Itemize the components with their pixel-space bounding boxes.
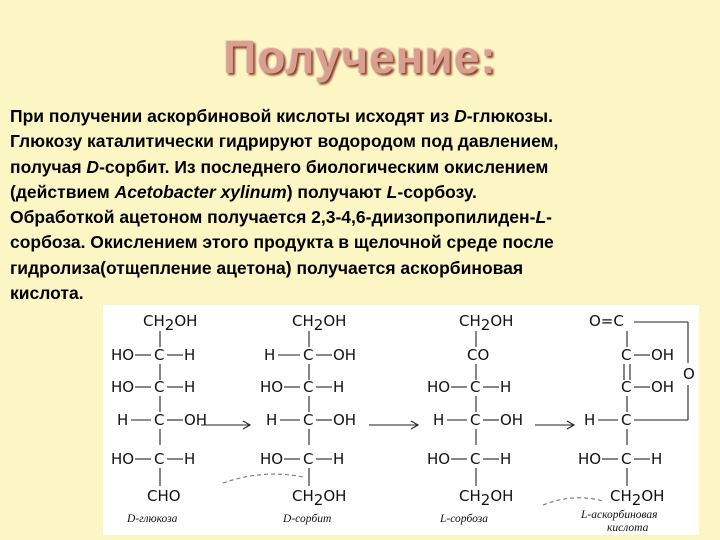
text-segment: Обработкой ацетоном получается 2,3-4,6-д… [10, 207, 536, 228]
text-segment: При получении аскорбиновой кислоты исход… [10, 106, 455, 126]
text-line: Глюкозу каталитически гидрируют водородо… [10, 129, 710, 154]
ascorbic-ho-5: HO [578, 450, 601, 468]
sorbitol-structure: CH2OH H C OH HO C H H C OH HO C H [260, 312, 356, 525]
glucose-cho: CHO [147, 487, 181, 505]
sorbose-h-2: H [500, 378, 511, 396]
sorbitol-c-3: C [303, 411, 313, 429]
glucose-h-3: H [117, 411, 128, 429]
sorbose-ho-2: HO [427, 378, 450, 396]
sorbose-ch2oh: CH2OH [459, 312, 513, 334]
sorbose-c-3: C [470, 411, 480, 429]
sorbitol-ch2oh-bottom: CH2OH [292, 487, 346, 509]
text-segment: D [86, 156, 100, 177]
sorbose-oh-3: OH [500, 411, 523, 429]
sorbitol-ho-4: HO [260, 450, 283, 468]
text-segment: L [386, 181, 398, 202]
slide-title: Получение: [223, 31, 497, 83]
ascorbic-h-4: H [584, 411, 595, 429]
ascorbic-o-eq-c: O=C [589, 312, 624, 330]
glucose-c-2: C [154, 378, 164, 396]
glucose-ho-4: HO [111, 450, 134, 468]
ascorbic-ch2oh-bottom: CH2OH [610, 487, 664, 509]
text-segment: D [454, 106, 467, 126]
text-segment: Acetobacter xylinum [114, 181, 287, 202]
reaction-scheme: CH2OH HO C H HO C H H C OH HO C H [103, 305, 699, 535]
sorbitol-caption: D-сорбит [282, 513, 331, 525]
sorbitol-h-4: H [333, 450, 344, 468]
reaction-scheme-svg: CH2OH HO C H HO C H H C OH HO C H [111, 312, 695, 534]
ascorbic-c-2: C [621, 346, 631, 364]
sorbitol-h-3: H [266, 411, 277, 429]
ascorbic-c-4: C [621, 411, 631, 429]
slide-body-text: При получении аскорбиновой кислоты исход… [10, 104, 710, 306]
glucose-h-2: H [184, 378, 195, 396]
text-segment: -глюкозы. [466, 106, 553, 126]
text-segment: сорбоза. Окислением этого продукта в щел… [10, 232, 554, 253]
glucose-caption: D-глюкоза [126, 513, 178, 525]
ascorbic-caption-1: L-аскорбиновая [580, 509, 658, 521]
text-segment: -сорбит. Из последнего биологическим оки… [99, 156, 549, 177]
glucose-c-4: C [154, 450, 164, 468]
text-segment: - [546, 207, 552, 228]
ascorbic-oh-3: OH [651, 378, 674, 396]
glucose-ho-1: HO [111, 346, 134, 364]
sorbose-ch2oh-bottom: CH2OH [459, 487, 513, 509]
sorbitol-c-2: C [303, 378, 313, 396]
glucose-oh-3: OH [184, 411, 207, 429]
text-line: Обработкой ацетоном получается 2,3-4,6-д… [10, 205, 710, 230]
sorbose-c-2: C [470, 378, 480, 396]
text-line: При получении аскорбиновой кислоты исход… [10, 104, 710, 129]
glucose-ch2oh: CH2OH [143, 312, 197, 334]
text-segment: гидролиза(отщепление ацетона) получается… [10, 257, 524, 278]
sorbose-h-4: H [500, 450, 511, 468]
glucose-c-3: C [154, 411, 164, 429]
text-line: получая D-сорбит. Из последнего биологич… [10, 155, 710, 180]
glucose-h-1: H [184, 346, 195, 364]
ascorbic-oh-2: OH [651, 346, 674, 364]
ascorbic-ring-o: O [683, 365, 695, 383]
text-segment: (действием [10, 181, 115, 202]
sorbose-structure: CH2OH CO HO C H H C OH HO C H CH2OH L-со… [427, 312, 523, 525]
sorbose-caption: L-сорбоза [439, 513, 488, 525]
glucose-ho-2: HO [111, 378, 134, 396]
text-line: кислота. [10, 281, 710, 306]
text-segment: получая [10, 156, 87, 177]
text-segment: ) получают [286, 181, 387, 202]
text-line: сорбоза. Окислением этого продукта в щел… [10, 230, 710, 255]
text-segment: кислота. [10, 283, 84, 304]
sorbitol-ch2oh: CH2OH [292, 312, 346, 334]
sorbitol-oh-3: OH [333, 411, 356, 429]
sorbitol-h-2: H [333, 378, 344, 396]
text-line: гидролиза(отщепление ацетона) получается… [10, 256, 710, 281]
glucose-structure: CH2OH HO C H HO C H H C OH HO C H [111, 312, 207, 525]
glucose-h-4: H [184, 450, 195, 468]
sorbose-h-3: H [433, 411, 444, 429]
ascorbic-c-5: C [621, 450, 631, 468]
sorbose-co: CO [467, 346, 489, 364]
text-segment: -сорбозу. [397, 181, 477, 202]
glucose-c-1: C [154, 346, 164, 364]
sorbitol-h-1: H [264, 346, 275, 364]
ascorbic-c-3: C [621, 378, 631, 396]
text-line: (действием Acetobacter xylinum) получают… [10, 180, 710, 205]
sorbose-c-4: C [470, 450, 480, 468]
text-segment: Глюкозу каталитически гидрируют водородо… [10, 131, 559, 152]
ascorbic-h-5: H [651, 450, 662, 468]
sorbose-ho-4: HO [427, 450, 450, 468]
ascorbic-caption-2: кислота [607, 522, 649, 534]
sorbitol-oh-1: OH [333, 346, 356, 364]
sorbitol-c-1: C [303, 346, 313, 364]
sorbitol-ho-2: HO [260, 378, 283, 396]
sorbitol-c-4: C [303, 450, 313, 468]
ascorbic-structure: O=C O C OH C OH H C HO C H CH [578, 312, 695, 534]
text-segment: L [535, 207, 547, 228]
